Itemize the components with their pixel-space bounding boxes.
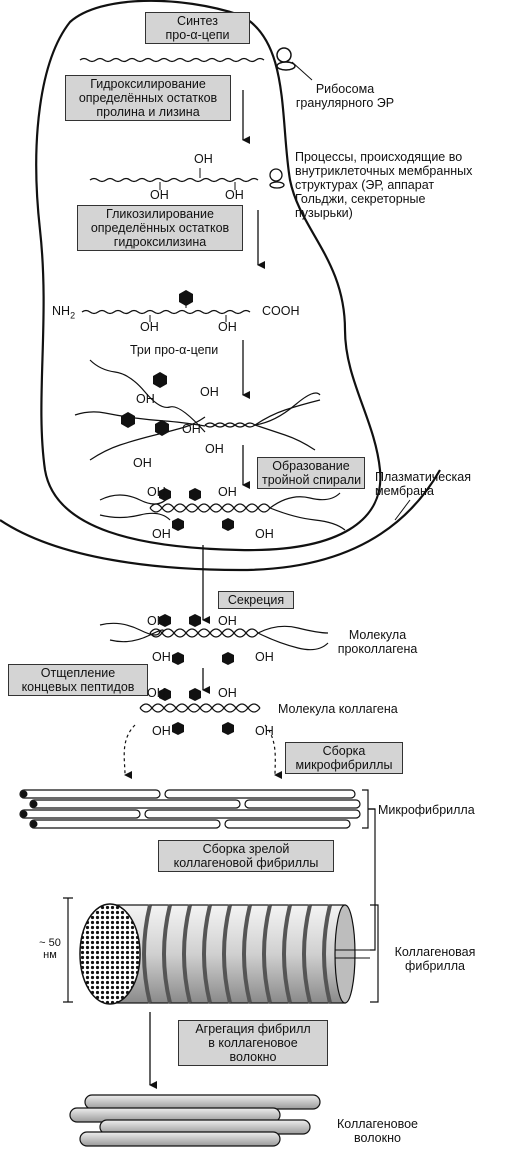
pro-alpha-chain-2 bbox=[89, 177, 259, 183]
oh-label: OH bbox=[152, 650, 171, 664]
step-synthesis: Синтез про-α-цепи bbox=[145, 12, 250, 44]
oh-label: OH bbox=[200, 385, 219, 399]
fibril-cross-section bbox=[79, 903, 141, 1005]
collagen-molecule-label: Молекула коллагена bbox=[278, 702, 398, 716]
sugar-hexagon-icon bbox=[179, 290, 193, 306]
nh2-label: NH2 bbox=[52, 304, 76, 321]
procollagen-molecule bbox=[99, 622, 329, 651]
oh-label: OH bbox=[218, 320, 237, 334]
microfibril bbox=[19, 789, 361, 829]
collagen-fiber bbox=[69, 1094, 321, 1147]
collagen-fibril-label: Коллагеновая фибрилла bbox=[394, 945, 476, 973]
step-secretion: Секреция bbox=[218, 591, 294, 609]
size-value: ~ 50 bbox=[39, 937, 61, 949]
processes-label: Процессы, происходящие во внутриклеточны… bbox=[295, 150, 473, 220]
step-cleavage: Отщепление концевых пептидов bbox=[8, 664, 148, 696]
oh-label: OH bbox=[182, 422, 201, 436]
oh-label: OH bbox=[255, 724, 274, 738]
ribosome-icon bbox=[276, 47, 292, 63]
plasma-membrane-label: Плазматическая мембрана bbox=[375, 470, 471, 498]
oh-label: OH bbox=[133, 456, 152, 470]
step-glycosylation: Гликозилирование определённых остатков г… bbox=[77, 205, 243, 251]
size-bracket bbox=[63, 897, 73, 1003]
oh-label: OH bbox=[255, 527, 274, 541]
collagen-fiber-label: Коллагеновое волокно bbox=[337, 1117, 418, 1145]
oh-label: OH bbox=[225, 188, 244, 202]
step-triple-helix: Образование тройной спирали bbox=[257, 457, 365, 489]
plasma-membrane-line bbox=[0, 469, 441, 572]
pro-alpha-chain-1 bbox=[79, 57, 265, 63]
oh-label: OH bbox=[150, 188, 169, 202]
three-chains-label: Три про-α-цепи bbox=[130, 343, 219, 357]
oh-label: OH bbox=[218, 485, 237, 499]
oh-label: OH bbox=[194, 152, 213, 166]
cooh-label: COOH bbox=[262, 304, 300, 318]
step-fibril-assembly: Сборка зрелой коллагеновой фибриллы bbox=[158, 840, 334, 872]
oh-label: OH bbox=[136, 392, 155, 406]
ribosome-label: Рибосома гранулярного ЭР bbox=[295, 82, 395, 110]
collagen-molecule bbox=[139, 703, 261, 713]
size-label: ~ 50 нм bbox=[30, 937, 70, 961]
oh-label: OH bbox=[218, 614, 237, 628]
size-unit: нм bbox=[43, 949, 57, 961]
oh-label: OH bbox=[205, 442, 224, 456]
microfibril-label: Микрофибрилла bbox=[378, 803, 475, 817]
oh-label: OH bbox=[152, 527, 171, 541]
oh-label: OH bbox=[255, 650, 274, 664]
collagen-fibril bbox=[79, 903, 370, 1005]
three-chains-assembly bbox=[74, 359, 321, 461]
procollagen-label: Молекула проколлагена bbox=[337, 628, 418, 656]
oh-label: OH bbox=[147, 485, 166, 499]
step-aggregation: Агрегация фибрилл в коллагеновое волокно bbox=[178, 1020, 328, 1066]
step-hydroxylation: Гидроксилирование определённых остатков … bbox=[65, 75, 231, 121]
cell-outline bbox=[35, 0, 382, 552]
oh-label: OH bbox=[218, 686, 237, 700]
step-microfibril-assembly: Сборка микрофибриллы bbox=[285, 742, 403, 774]
oh-label: OH bbox=[140, 320, 159, 334]
triple-helix-1 bbox=[99, 492, 346, 531]
pro-alpha-chain-3 bbox=[81, 309, 251, 315]
oh-label: OH bbox=[152, 724, 171, 738]
oh-label: OH bbox=[147, 614, 166, 628]
oh-label: OH bbox=[147, 686, 166, 700]
